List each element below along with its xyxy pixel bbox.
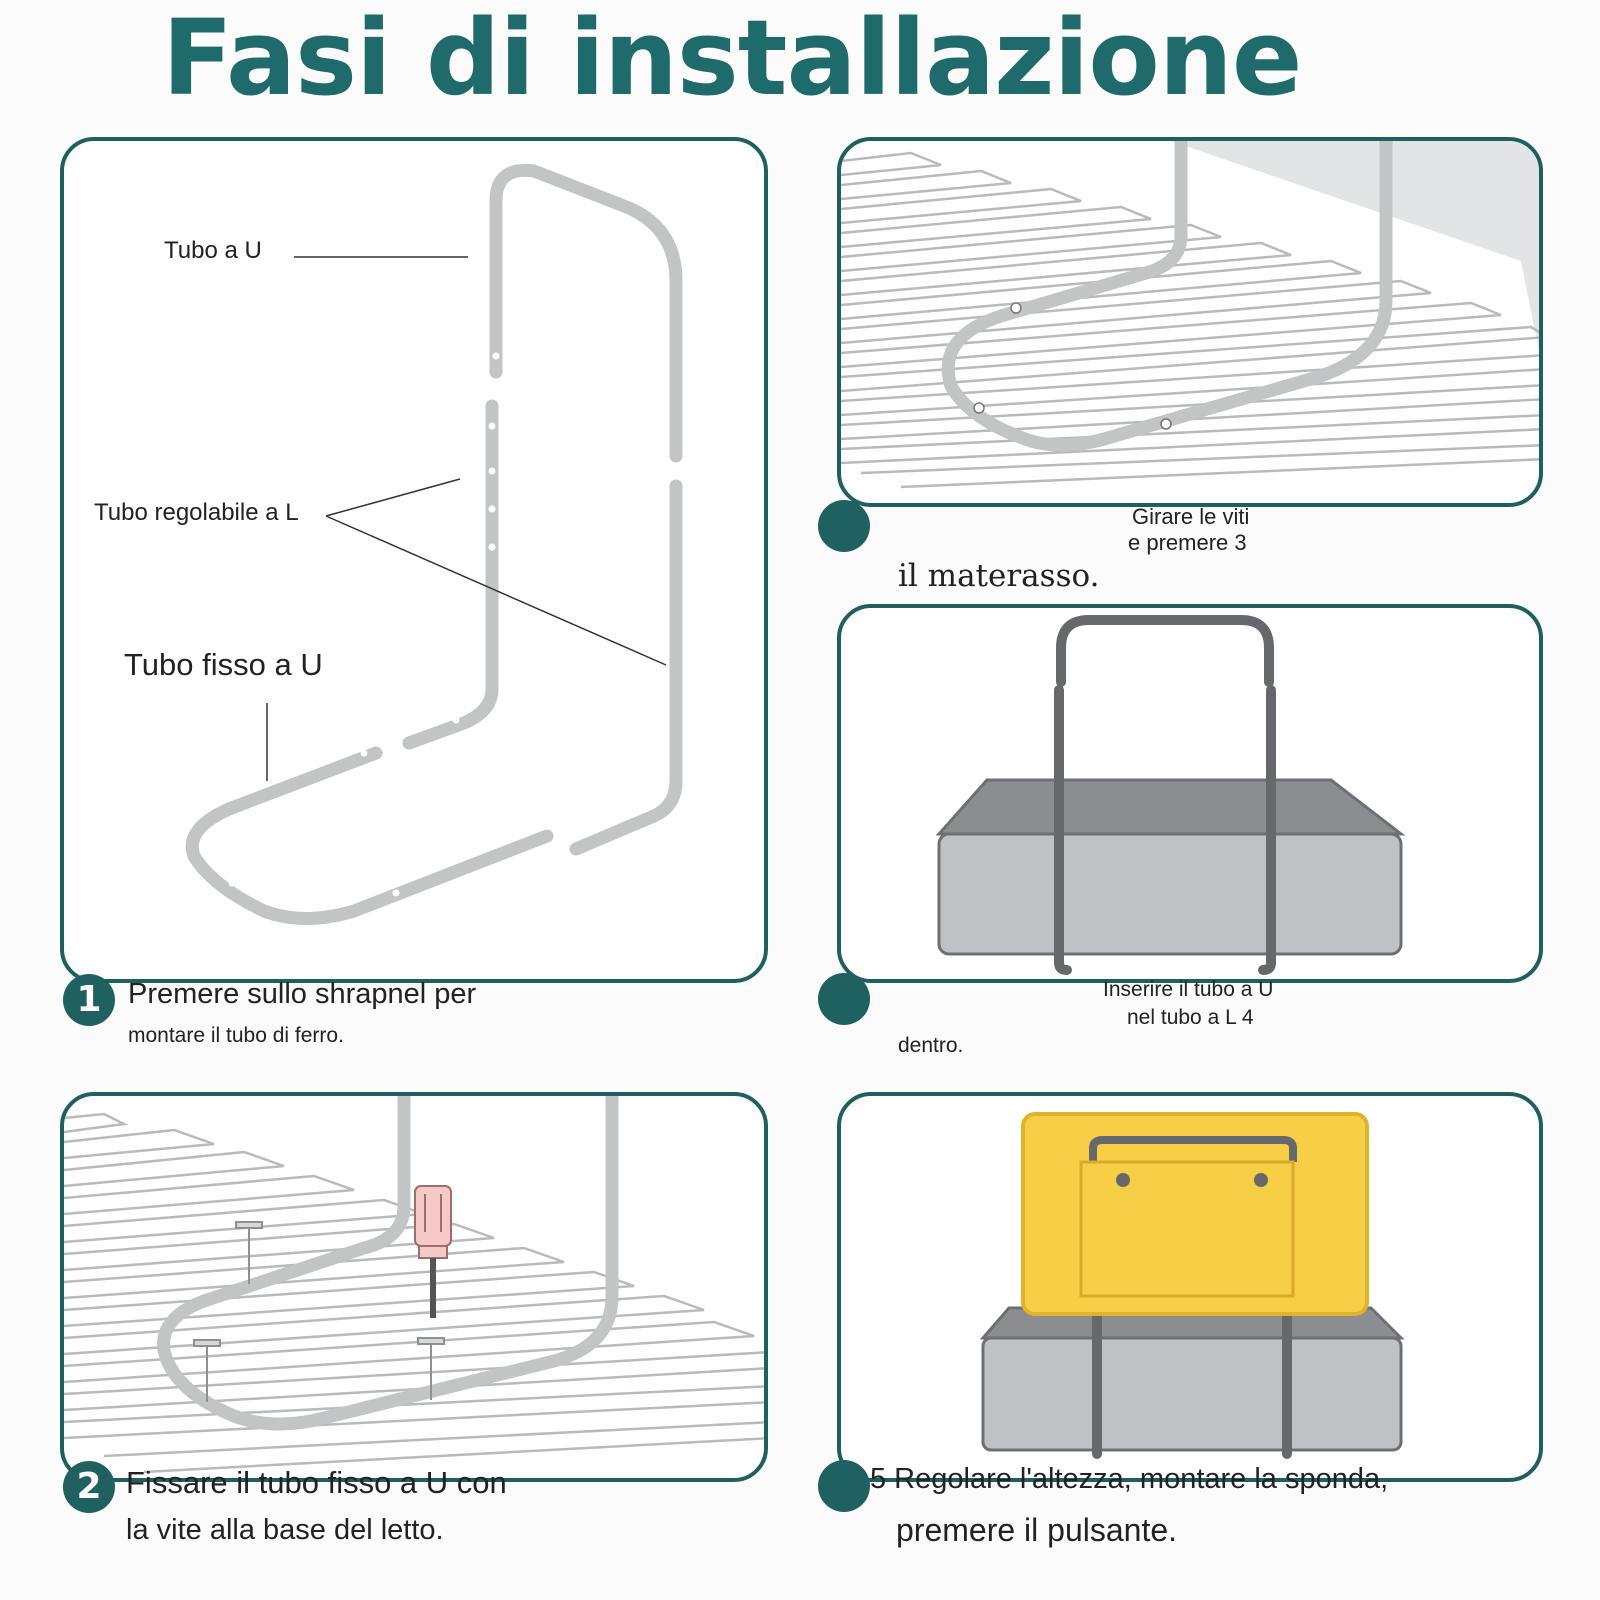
leader-l-tube-1 xyxy=(325,478,461,517)
fixed-u-tube xyxy=(941,141,1393,452)
screw-fixing-illustration xyxy=(64,1096,764,1474)
height-adjust-illustration xyxy=(979,1112,1405,1459)
step-3-caption-line3: il materasso. xyxy=(898,558,1100,594)
adjustable-l-tube-left xyxy=(402,399,499,750)
step-4-badge xyxy=(818,973,870,1025)
l-tube-left xyxy=(1054,685,1072,975)
mattress-shadow xyxy=(1161,141,1539,351)
adjustable-l-tube-right xyxy=(569,479,683,856)
step-1-badge: 1 xyxy=(63,974,115,1026)
step-4-caption-line1: Inserire il tubo a U xyxy=(1103,978,1274,1001)
step-2-badge: 2 xyxy=(63,1461,115,1513)
fixed-tube-label: Tubo fisso a U xyxy=(124,647,323,682)
yellow-guard-pad xyxy=(1021,1112,1369,1316)
l-tube-label: Tubo regolabile a L xyxy=(94,499,299,526)
step-2-panel xyxy=(60,1092,768,1482)
step-3-panel xyxy=(837,137,1543,507)
mattress-box xyxy=(979,1306,1405,1452)
step-3-caption-line2: e premere 3 xyxy=(1128,530,1247,555)
mattress-pressing-illustration xyxy=(841,141,1539,489)
l-tube-right xyxy=(1258,685,1276,975)
leader-l-tube-2 xyxy=(325,515,667,666)
step-2-caption-line2: la vite alla base del letto. xyxy=(126,1514,444,1546)
bed-slats xyxy=(841,151,1539,489)
screws xyxy=(973,302,1172,430)
u-tube xyxy=(489,163,683,463)
step-4-caption-line2: nel tubo a L 4 xyxy=(1127,1006,1254,1029)
step-5-badge xyxy=(818,1460,870,1512)
step-4-panel xyxy=(837,604,1543,983)
step-1-panel: Tubo a U Tubo regolabile a L Tubo fisso … xyxy=(60,137,768,983)
screwdriver-icon xyxy=(414,1185,452,1318)
step-1-caption-line1: Premere sullo shrapnel per xyxy=(128,978,477,1010)
fixed-u-tube xyxy=(157,1096,619,1431)
fixed-u-tube xyxy=(185,746,554,925)
bed-slats xyxy=(64,1112,764,1474)
step-5-caption-line1: 5 Regolare l'altezza, montare la sponda, xyxy=(870,1463,1389,1495)
screws xyxy=(193,1221,445,1402)
step-2-caption-line1: Fissare il tubo fisso a U con xyxy=(126,1465,507,1500)
page-title: Fasi di installazione xyxy=(162,0,1302,119)
step-5-caption-line2: premere il pulsante. xyxy=(896,1512,1178,1548)
step-4-caption-line3: dentro. xyxy=(898,1034,964,1057)
step-5-panel xyxy=(837,1092,1543,1482)
tube-insertion-illustration xyxy=(935,615,1406,975)
u-tube-label: Tubo a U xyxy=(164,237,262,264)
step-3-badge xyxy=(818,500,870,552)
step-3-caption-line1: Girare le viti xyxy=(1132,504,1250,529)
u-tube xyxy=(1056,615,1274,687)
step-1-caption-line2: montare il tubo di ferro. xyxy=(128,1024,344,1047)
mattress-box xyxy=(935,778,1406,956)
rail-parts-illustration xyxy=(185,163,683,925)
